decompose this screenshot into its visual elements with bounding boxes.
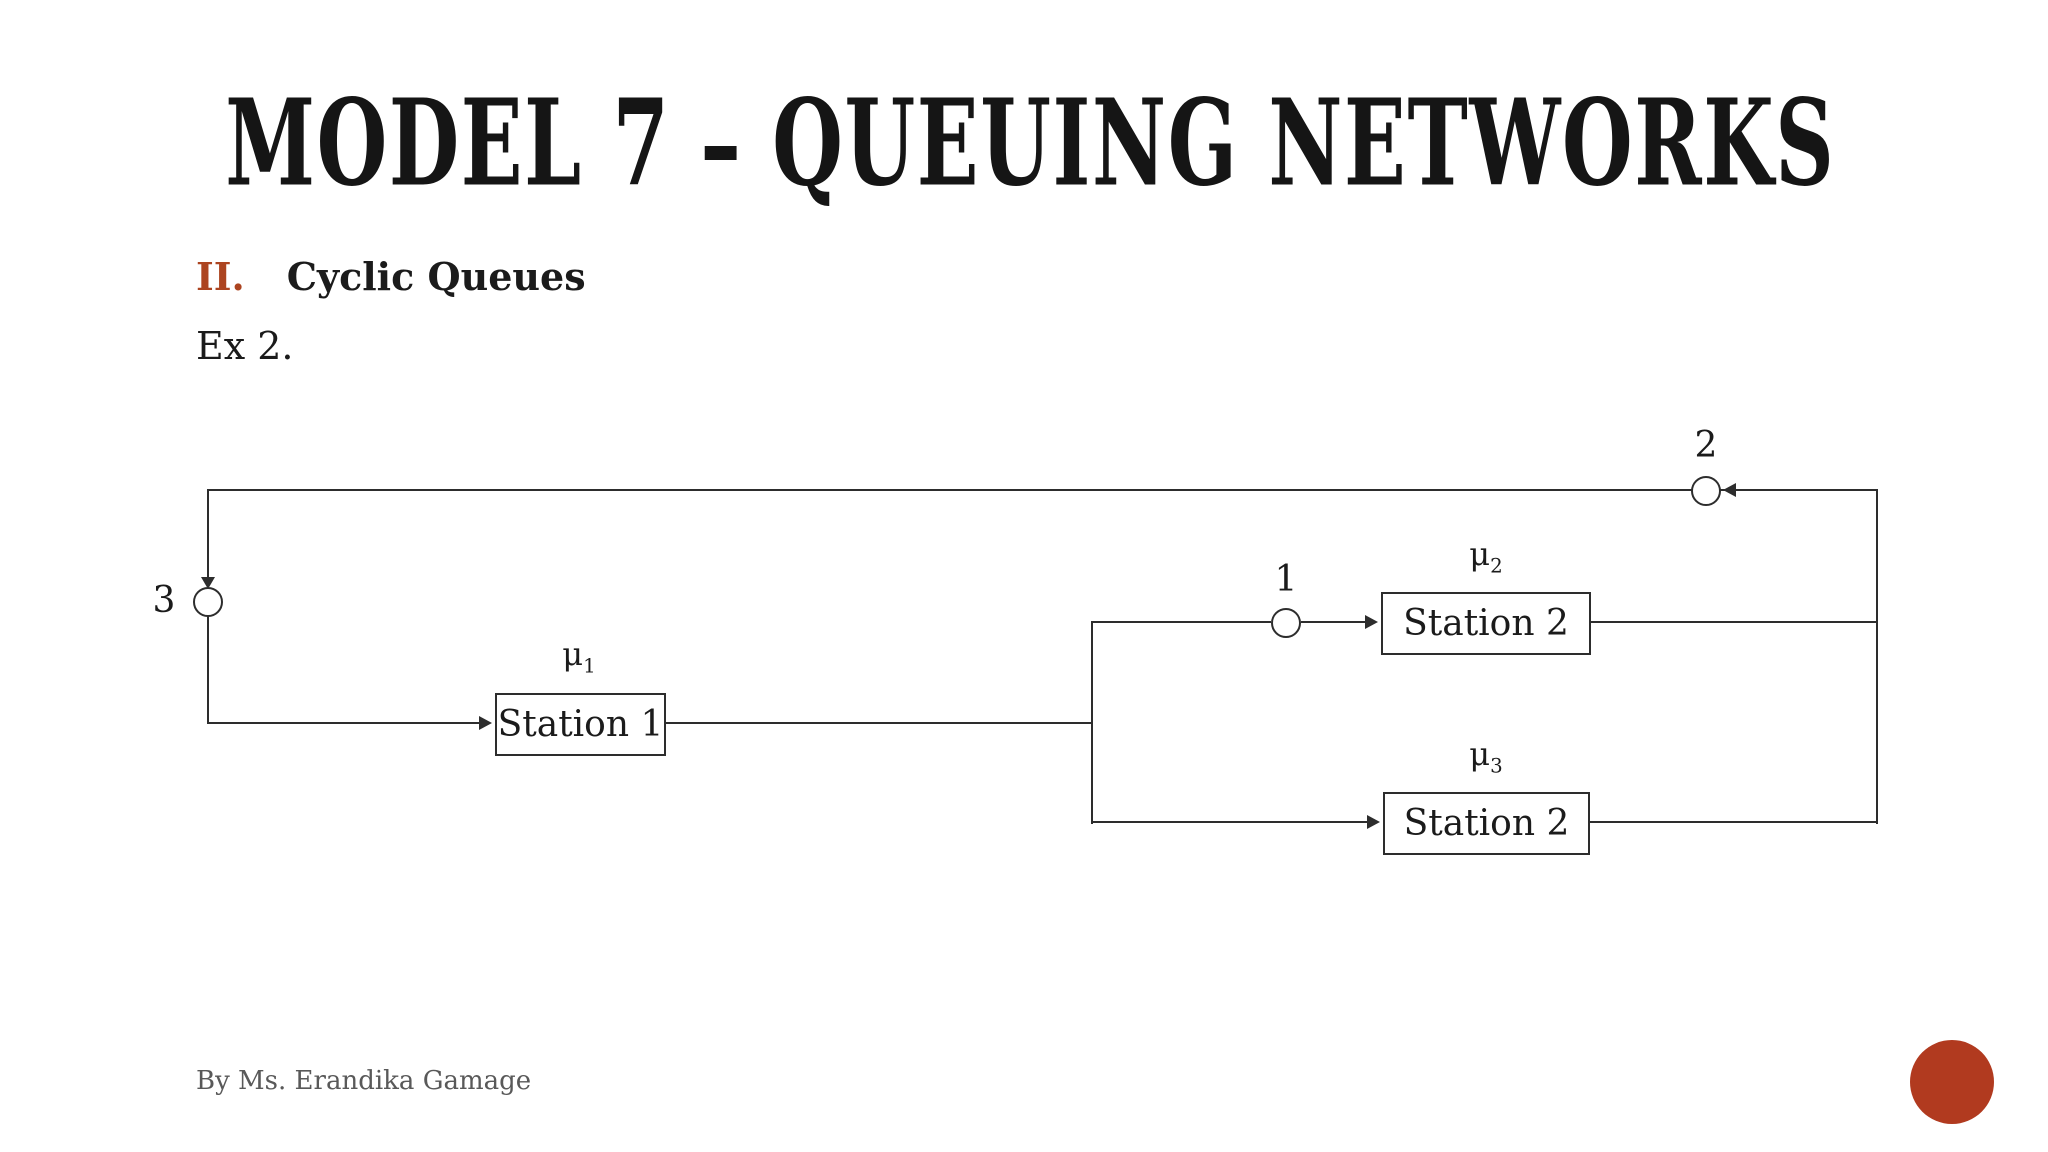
section-number: II.	[196, 254, 245, 299]
flow-line-station-1-output	[666, 722, 1093, 724]
example-label: Ex 2.	[196, 324, 294, 368]
flow-line-station-2-top-output	[1591, 621, 1878, 623]
station-1-box: Station 1	[495, 693, 666, 756]
flow-line-top	[208, 489, 1878, 491]
arrow-into-station-2-bottom-icon	[1367, 815, 1380, 829]
queue-node-1-circle	[1271, 608, 1301, 638]
flow-line-to-station-1	[207, 722, 479, 724]
mu2-subscript: 2	[1490, 554, 1503, 578]
flow-line-branch-bottom	[1091, 821, 1367, 823]
mu1-subscript: 1	[583, 654, 596, 678]
station-2-bottom-label: Station 2	[1403, 803, 1570, 844]
arrow-into-queue-2-icon	[1723, 483, 1736, 497]
section-heading: II. Cyclic Queues	[196, 256, 586, 298]
footer-credit: By Ms. Erandika Gamage	[196, 1066, 532, 1096]
slide-title: MODEL 7 – QUEUING NETWORKS	[225, 72, 1836, 213]
flow-line-left-lower	[207, 615, 209, 724]
flow-line-station-2-bottom-output	[1590, 821, 1878, 823]
mu3-subscript: 3	[1490, 754, 1503, 778]
queue-node-2-label: 2	[1694, 425, 1718, 466]
station-2-top-label: Station 2	[1403, 603, 1569, 644]
flow-line-branch-top	[1091, 621, 1271, 623]
mu2-symbol: μ	[1469, 535, 1491, 573]
service-rate-mu1: μ1	[519, 638, 639, 676]
queue-node-3-label: 3	[152, 580, 176, 621]
flow-line-left-upper	[207, 489, 209, 579]
queue-node-2-circle	[1691, 476, 1721, 506]
flow-line-split-vertical	[1091, 622, 1093, 824]
mu3-symbol: μ	[1469, 735, 1491, 773]
station-1-label: Station 1	[497, 704, 664, 745]
logo-badge-icon	[1910, 1040, 1994, 1124]
station-2-bottom-box: Station 2	[1383, 792, 1590, 855]
flow-line-right-vertical	[1876, 489, 1878, 824]
mu1-symbol: μ	[562, 635, 584, 673]
arrow-into-station-1-icon	[479, 716, 492, 730]
service-rate-mu2: μ2	[1426, 538, 1546, 576]
arrow-into-queue-3-icon	[201, 577, 215, 589]
arrow-into-station-2-top-icon	[1365, 615, 1378, 629]
queue-node-3-circle	[193, 587, 223, 617]
station-2-top-box: Station 2	[1381, 592, 1591, 655]
section-title: Cyclic Queues	[286, 254, 586, 299]
service-rate-mu3: μ3	[1426, 738, 1546, 776]
flow-line-queue-1-to-station-2	[1301, 621, 1365, 623]
queue-node-1-label: 1	[1274, 559, 1298, 600]
